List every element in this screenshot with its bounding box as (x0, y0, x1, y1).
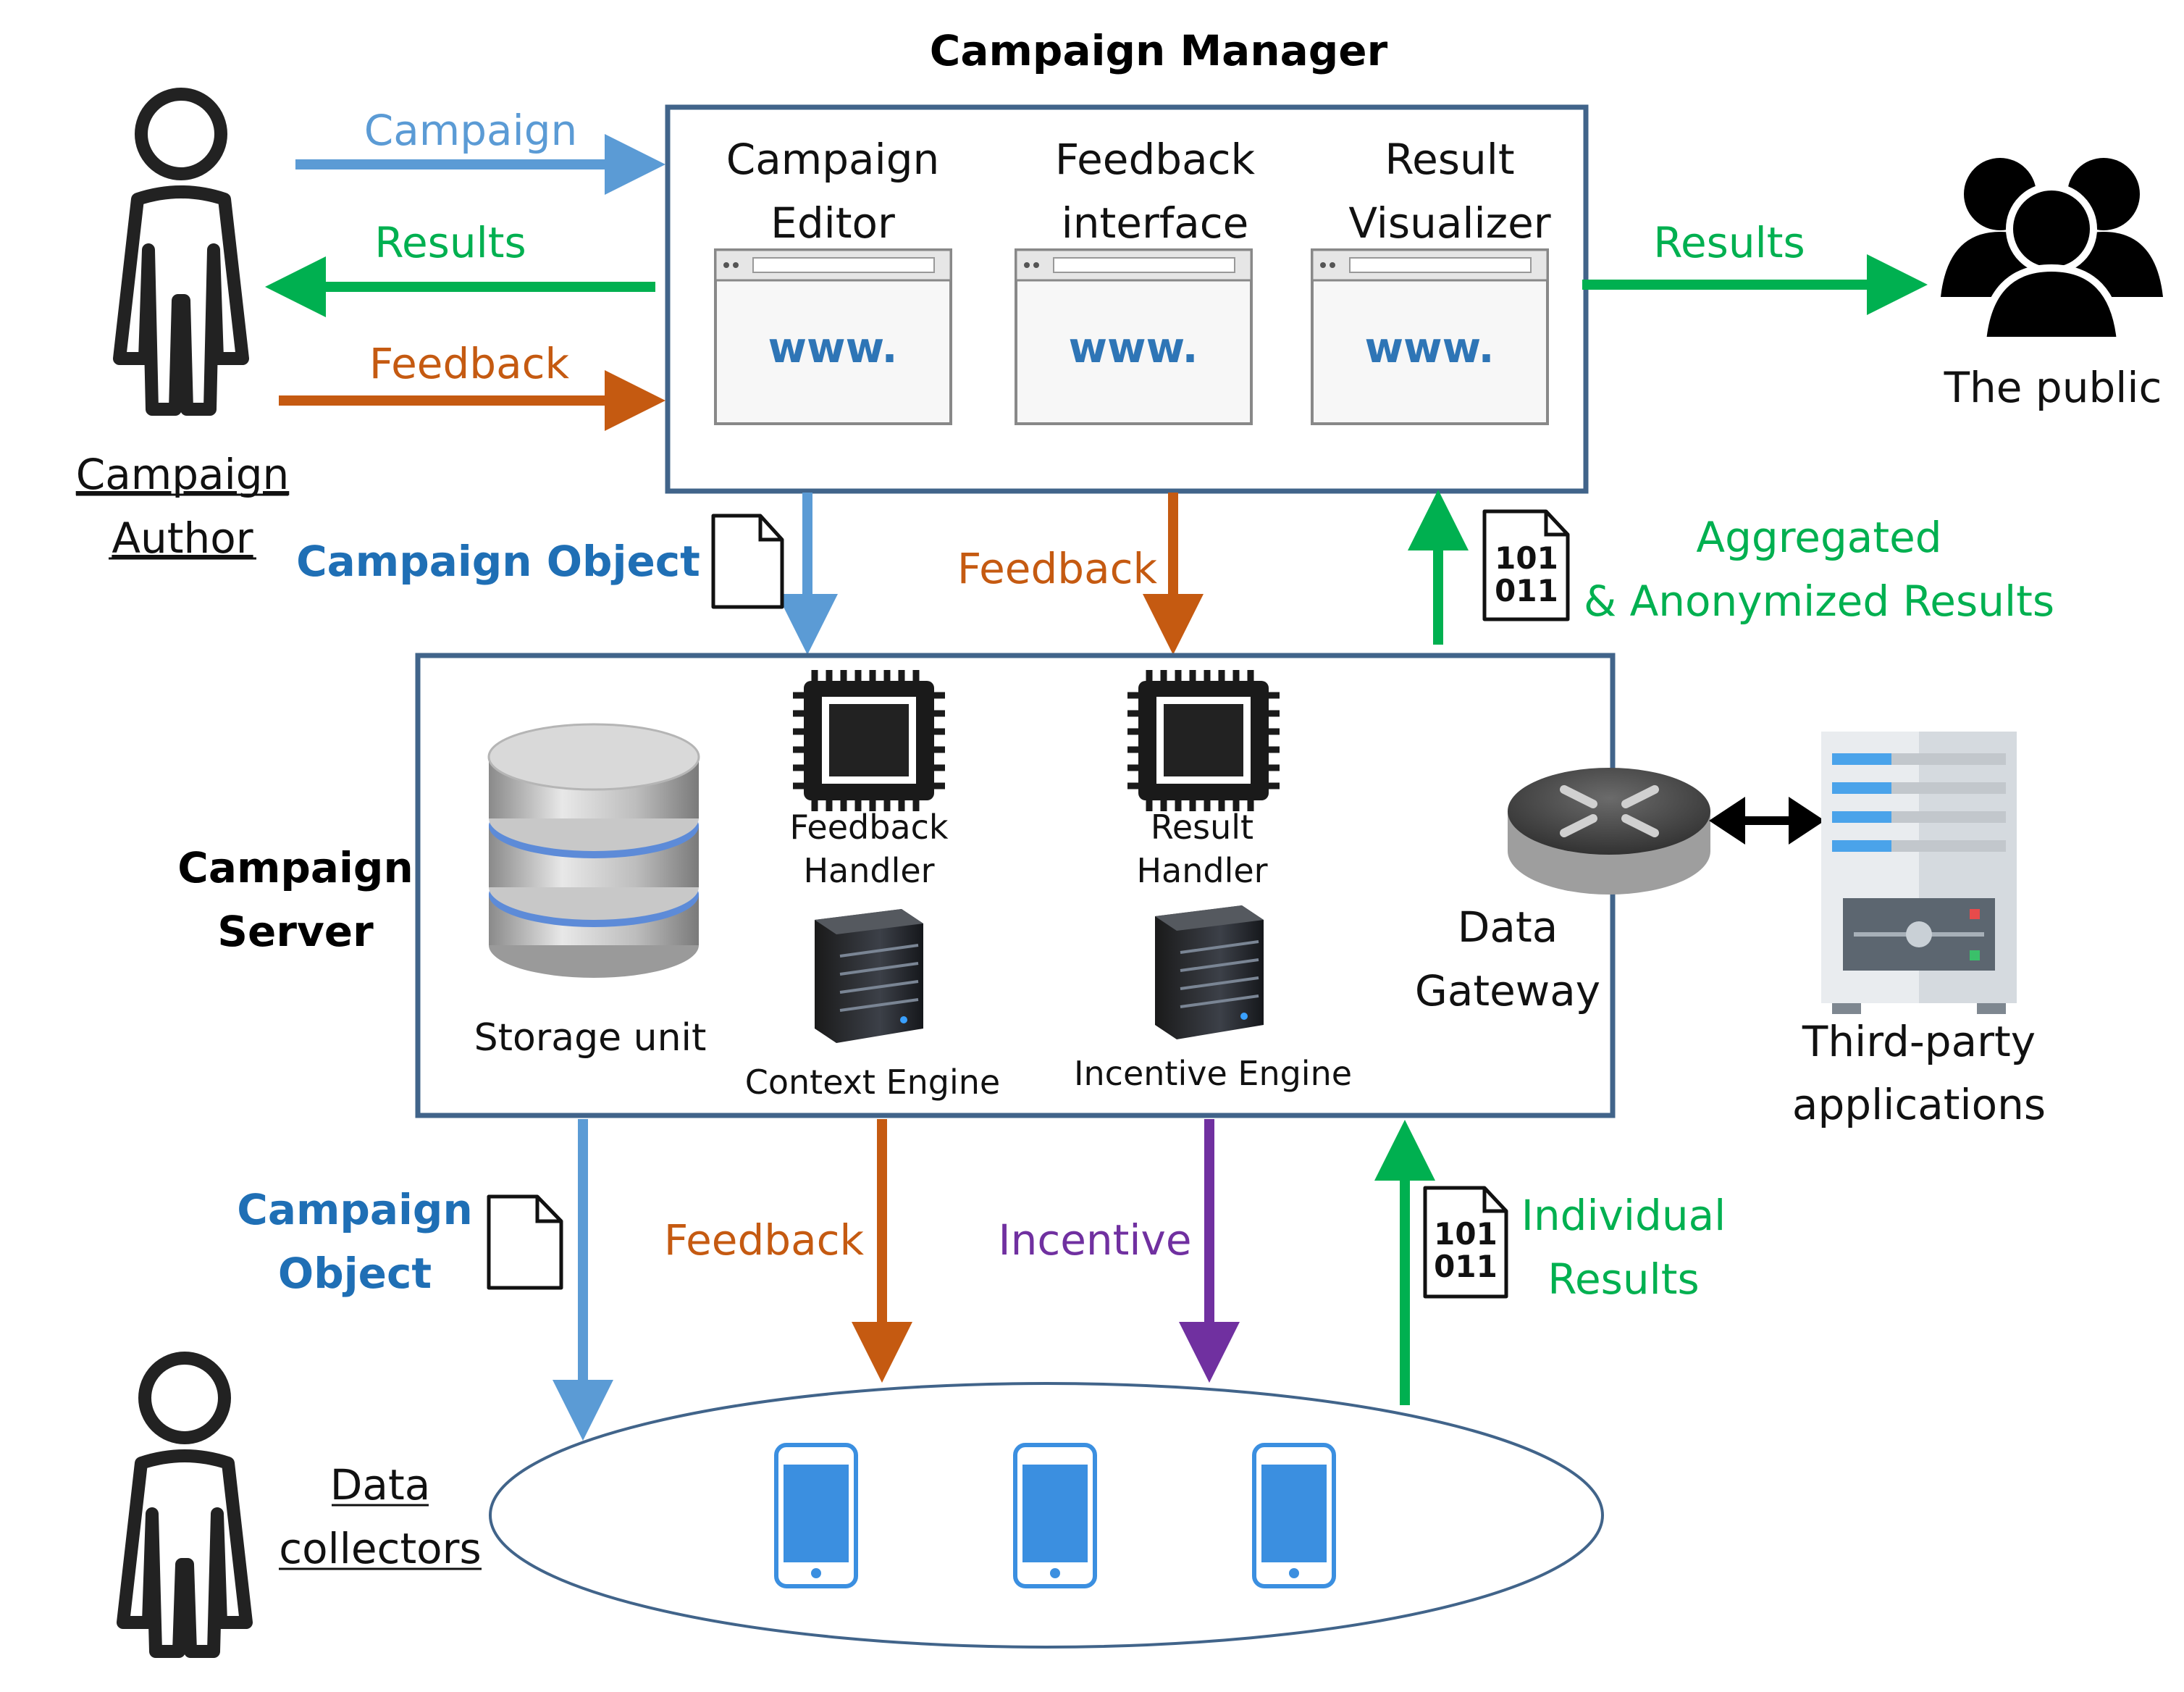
browser-window-icon (1311, 248, 1549, 425)
data-collectors-label-line2: collectors (279, 1524, 481, 1573)
incentive-label: Incentive (998, 1215, 1191, 1265)
third-party-label-line1: Third-party (1802, 1017, 2036, 1066)
campaign-editor-label-line2: Editor (770, 198, 895, 248)
result-handler-chip-icon (1127, 670, 1280, 811)
binary-text-line2: 011 (1434, 1249, 1498, 1284)
campaign-editor-panel: Campaign Editor www. (714, 135, 952, 425)
feedback-down-bottom-label: Feedback (664, 1215, 865, 1265)
result-handler-label-line1: Result (1151, 808, 1253, 847)
www-text: www. (1364, 323, 1494, 372)
incentive-engine-label: Incentive Engine (1074, 1054, 1352, 1093)
binary-text-line1: 101 (1495, 540, 1558, 576)
data-collectors-label-line1: Data (330, 1460, 431, 1509)
data-gateway-label-line2: Gateway (1415, 966, 1600, 1015)
feedback-interface-panel: Feedback interface www. (1015, 135, 1256, 425)
www-text: www. (768, 323, 897, 372)
smartphone-icon (774, 1443, 858, 1588)
aggregated-label-line2: & Anonymized Results (1584, 577, 2054, 626)
campaign-author-label-line2: Author (112, 514, 253, 563)
aggregated-label-line1: Aggregated (1696, 513, 1941, 562)
public-group-icon (1941, 158, 2163, 344)
result-handler-label-line2: Handler (1136, 851, 1267, 890)
feedback-interface-label-line1: Feedback (1055, 135, 1256, 184)
third-party-label-line2: applications (1792, 1080, 2046, 1129)
result-visualizer-panel: Result Visualizer www. (1311, 135, 1551, 425)
third-party-server-icon (1821, 732, 2017, 1014)
smartphone-icon (1252, 1443, 1336, 1588)
campaign-object-top-label: Campaign Object (296, 537, 700, 586)
campaign-flow-label: Campaign (364, 106, 578, 155)
campaign-author-label-line1: Campaign (76, 450, 290, 499)
campaign-author-person-icon (113, 88, 249, 416)
results-to-author-label: Results (374, 218, 526, 267)
document-icon (487, 1194, 563, 1290)
data-gateway-label-line1: Data (1458, 902, 1558, 952)
result-visualizer-label-line1: Result (1385, 135, 1514, 184)
bidirectional-arrow (1709, 797, 1825, 845)
binary-text-line2: 011 (1495, 573, 1558, 608)
campaign-manager-title: Campaign Manager (930, 26, 1388, 75)
campaign-server-title-line2: Server (217, 907, 374, 956)
results-to-public-label: Results (1653, 218, 1805, 267)
incentive-engine-server-icon (1155, 905, 1264, 1039)
feedback-from-author-label: Feedback (369, 339, 570, 388)
individual-results-label-line2: Results (1547, 1255, 1699, 1304)
feedback-handler-label-line1: Feedback (789, 808, 948, 847)
binary-text-line1: 101 (1434, 1216, 1498, 1252)
browser-window-icon (714, 248, 952, 425)
campaign-object-bottom-label-line1: Campaign (237, 1185, 473, 1234)
campaign-server-title-line1: Campaign (177, 843, 413, 892)
database-icon (487, 723, 700, 978)
feedback-down-top-label: Feedback (957, 544, 1158, 593)
feedback-interface-label-line2: interface (1062, 198, 1249, 248)
binary-file-icon (1482, 509, 1570, 621)
individual-results-label-line1: Individual (1521, 1191, 1726, 1240)
document-icon (711, 514, 784, 609)
campaign-object-bottom-label-line2: Object (278, 1249, 432, 1298)
smartphone-icon (1013, 1443, 1097, 1588)
storage-unit-label: Storage unit (474, 1016, 707, 1060)
public-label: The public (1944, 363, 2162, 412)
context-engine-label: Context Engine (745, 1063, 1000, 1102)
www-text: www. (1068, 323, 1198, 372)
feedback-handler-label-line2: Handler (803, 851, 934, 890)
binary-file-icon (1423, 1186, 1508, 1299)
data-gateway-router-icon (1508, 768, 1710, 895)
devices-ellipse (489, 1382, 1604, 1649)
context-engine-server-icon (815, 909, 923, 1043)
result-visualizer-label-line2: Visualizer (1348, 198, 1550, 248)
feedback-handler-chip-icon (793, 670, 945, 811)
data-collector-person-icon (117, 1352, 253, 1658)
browser-window-icon (1015, 248, 1253, 425)
campaign-editor-label-line1: Campaign (726, 135, 940, 184)
